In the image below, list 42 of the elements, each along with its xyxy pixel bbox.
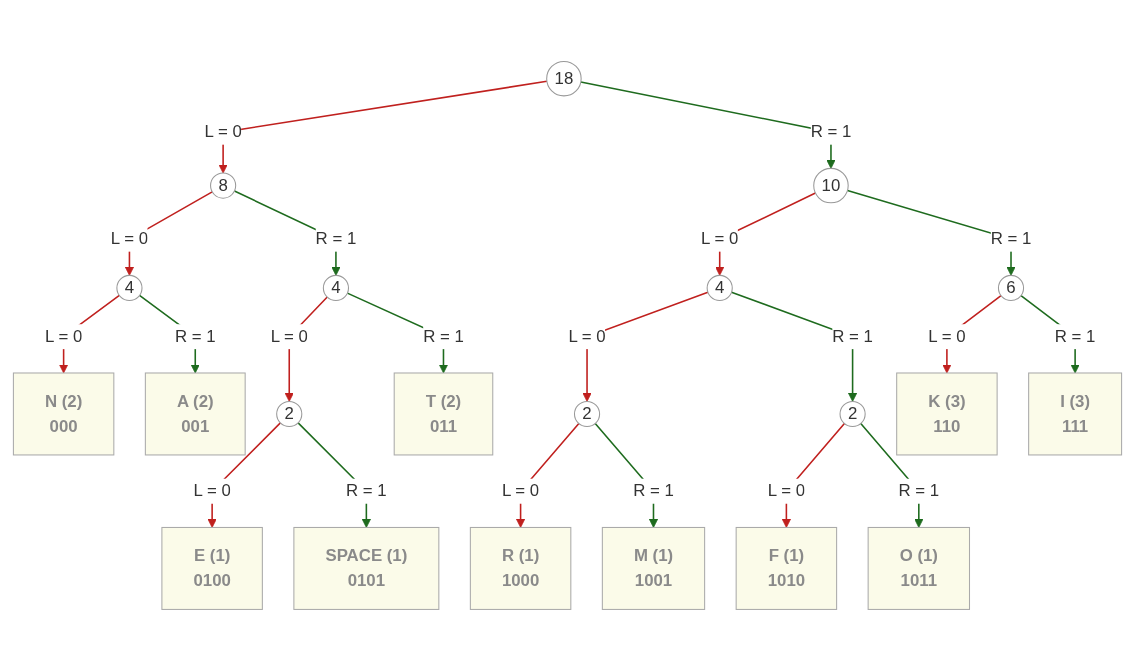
- node-circle: 6: [997, 274, 1025, 301]
- edge-label: L = 0: [45, 326, 83, 345]
- edge-label: R = 1: [423, 326, 464, 345]
- edge-label: L = 0: [568, 326, 606, 345]
- node-box: A (2) 001: [144, 372, 246, 456]
- edge-label: R = 1: [633, 481, 674, 500]
- edge-label: R = 1: [315, 229, 357, 248]
- edge-label: R = 1: [346, 481, 387, 500]
- node-circle: 8: [210, 172, 237, 199]
- edge-label: L = 0: [270, 326, 308, 345]
- node-circle: 4: [322, 274, 349, 301]
- node-box: SPACE (1) 0101: [293, 526, 440, 610]
- node-box: F (1) 1010: [735, 526, 838, 610]
- edge-label: L = 0: [928, 326, 966, 345]
- node-circle: 4: [706, 274, 733, 301]
- node-circle: 2: [839, 400, 866, 427]
- edge-label: R = 1: [990, 229, 1032, 248]
- edge-label: R = 1: [810, 122, 852, 141]
- node-circle: 10: [813, 167, 849, 203]
- node-box: E (1) 0100: [161, 526, 263, 610]
- node-box: M (1) 1001: [601, 526, 706, 610]
- node-circle: 4: [116, 274, 143, 301]
- edge-label: L = 0: [501, 481, 540, 500]
- node-box: N (2) 000: [12, 372, 115, 456]
- edge-label: L = 0: [701, 229, 739, 248]
- edge-label: L = 0: [204, 122, 242, 141]
- node-circle: 2: [573, 400, 601, 427]
- arrow: [218, 80, 548, 174]
- edge-label: L = 0: [193, 481, 231, 500]
- edge-label: R = 1: [898, 481, 940, 500]
- edge-label: R = 1: [174, 326, 216, 345]
- node-box: O (1) 1011: [867, 526, 971, 610]
- node-box: K (3) 110: [896, 372, 998, 456]
- edge-label: L = 0: [767, 481, 805, 500]
- node-circle: 2: [276, 400, 303, 427]
- node-box: R (1) 1000: [469, 526, 572, 610]
- edge-label: R = 1: [1054, 326, 1096, 345]
- edge-label: L = 0: [110, 229, 149, 248]
- edge-label: R = 1: [832, 326, 873, 345]
- node-box: I (3) 111: [1028, 372, 1123, 456]
- node-circle: 18: [546, 60, 582, 96]
- node-box: T (2) 011: [393, 372, 494, 456]
